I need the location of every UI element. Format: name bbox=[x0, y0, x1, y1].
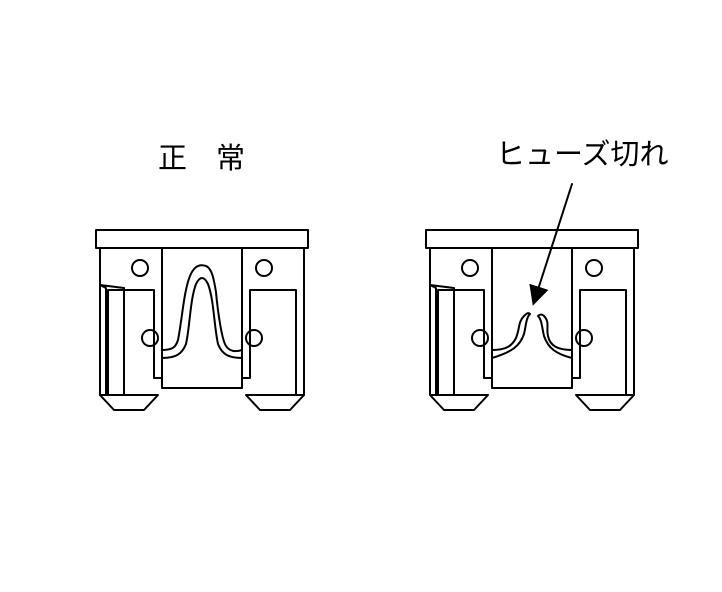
fuse-element-intact bbox=[161, 264, 243, 353]
blown-label: ヒューズ切れ bbox=[496, 137, 669, 171]
fuse-element-broken-left bbox=[491, 312, 531, 359]
fuse-element-broken-right bbox=[537, 313, 573, 359]
normal-fuse bbox=[95, 229, 309, 411]
normal-label: 正 常 bbox=[158, 141, 245, 175]
break-indicator-arrow bbox=[529, 183, 573, 306]
blown-fuse bbox=[425, 229, 639, 411]
